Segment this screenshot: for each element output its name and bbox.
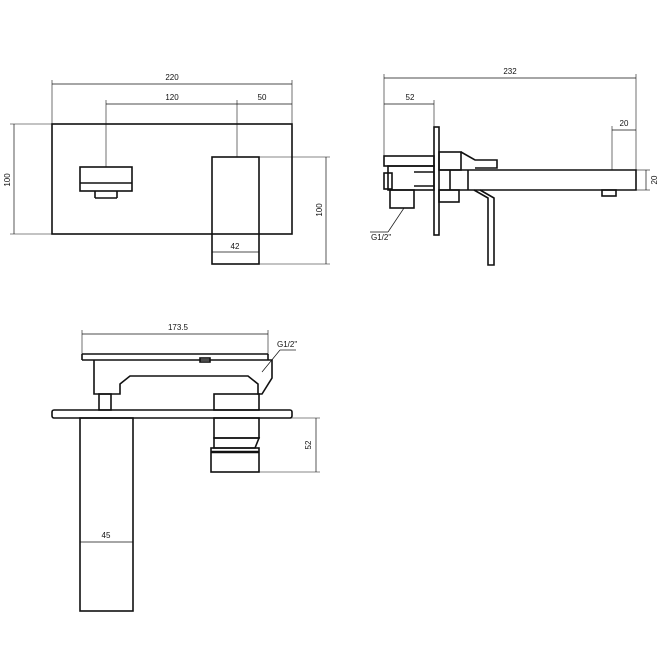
front-wall-plate: [51, 123, 293, 235]
side-view: 232 52 20 20 G1/2": [370, 67, 659, 266]
top-handle-column: [79, 417, 134, 612]
front-spout-outlet: [79, 166, 133, 192]
top-valve-body: [210, 447, 260, 473]
side-dim-52: 52: [406, 93, 415, 102]
top-view: 173.5 G1/2" 52 45: [51, 323, 320, 612]
front-dim-handle-height: 100: [315, 203, 324, 217]
front-dim-220: 220: [165, 73, 179, 82]
top-spout: [82, 359, 273, 395]
side-dim-spout-height: 20: [650, 175, 659, 184]
front-handle: [211, 156, 260, 265]
side-dim-232: 232: [503, 67, 517, 76]
side-dim-tip: 20: [620, 119, 629, 128]
front-view: 220 120 50 100 100 42: [3, 73, 330, 265]
top-thread-label: G1/2": [277, 340, 297, 349]
front-dim-42: 42: [231, 242, 240, 251]
front-dim-50: 50: [258, 93, 267, 102]
top-dim-length: 173.5: [168, 323, 189, 332]
side-connector: [389, 189, 415, 209]
front-dim-120: 120: [165, 93, 179, 102]
side-handle-lever: [473, 189, 495, 266]
top-dim-depth: 52: [304, 440, 313, 449]
side-spout: [439, 169, 637, 191]
top-wall-plate: [51, 409, 293, 419]
front-dim-plate-height: 100: [3, 173, 12, 187]
top-dim-handle: 45: [102, 531, 111, 540]
side-thread-label: G1/2": [371, 233, 391, 242]
